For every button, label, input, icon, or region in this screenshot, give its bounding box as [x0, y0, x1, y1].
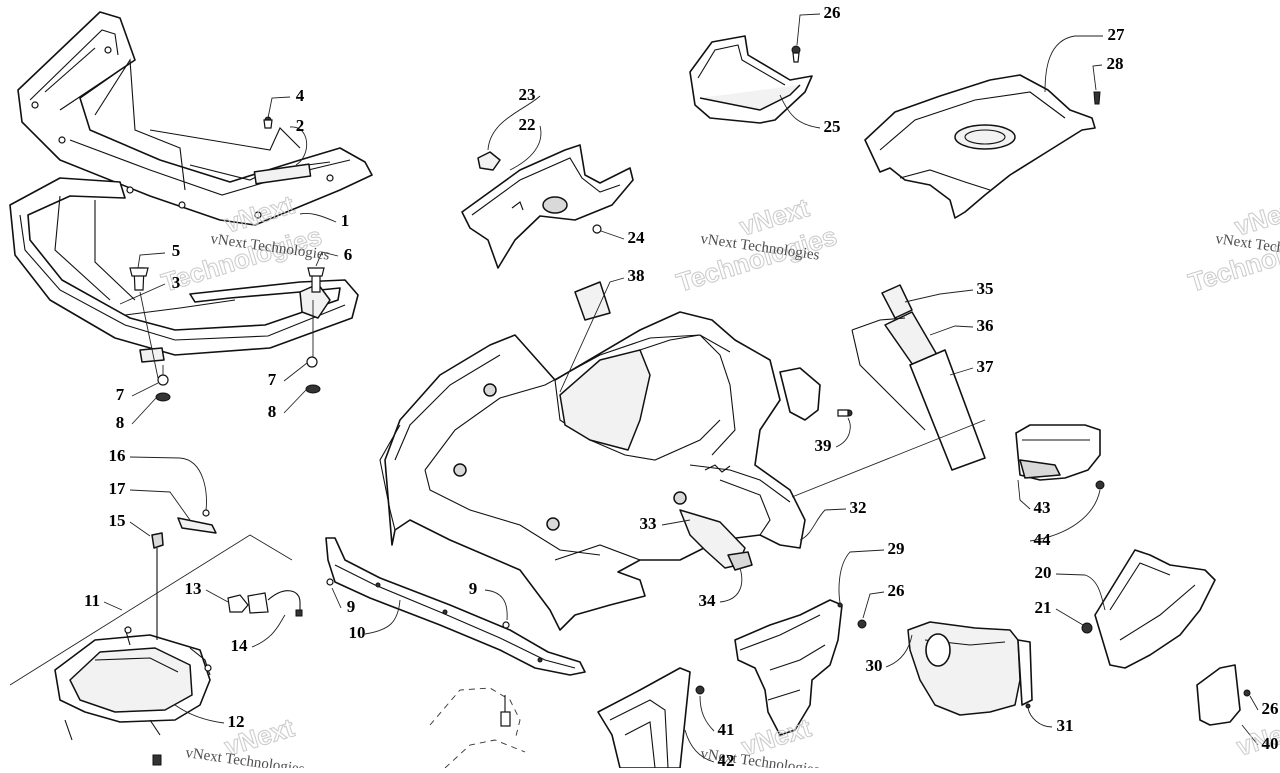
part-inner-panel[interactable] [597, 667, 705, 769]
callout-c20[interactable]: 20 [1035, 563, 1052, 582]
callout-c13[interactable]: 13 [185, 579, 202, 598]
part-splash-shield[interactable] [907, 621, 1033, 716]
callout-c7b[interactable]: 7 [268, 370, 277, 389]
callout-c3[interactable]: 3 [172, 273, 181, 292]
part-front-fender[interactable] [379, 311, 853, 631]
part-headlight[interactable] [54, 626, 212, 741]
callout-c26a[interactable]: 26 [824, 3, 841, 22]
part-small-cover[interactable] [1196, 664, 1251, 726]
part-dash-panel[interactable] [461, 144, 634, 269]
callout-c26c[interactable]: 26 [1262, 699, 1279, 718]
part-reflector-bracket[interactable] [151, 509, 217, 766]
callout-c43[interactable]: 43 [1034, 498, 1051, 517]
callout-c14[interactable]: 14 [231, 636, 249, 655]
callout-c34[interactable]: 34 [699, 591, 717, 610]
callout-c11[interactable]: 11 [84, 591, 100, 610]
part-decals[interactable] [574, 281, 986, 471]
callout-c8a[interactable]: 8 [116, 413, 125, 432]
part-mount-dashed [429, 687, 526, 769]
hardware-bolts-front[interactable] [129, 116, 325, 402]
callout-c26b[interactable]: 26 [888, 581, 905, 600]
callout-c2[interactable]: 2 [296, 116, 305, 135]
callout-c1[interactable]: 1 [341, 211, 350, 230]
part-inner-fender[interactable] [734, 599, 867, 736]
callout-c21[interactable]: 21 [1035, 598, 1052, 617]
callout-c31[interactable]: 31 [1057, 716, 1074, 735]
callout-c25[interactable]: 25 [824, 117, 841, 136]
leader-lines [103, 13, 1259, 763]
callout-c9a[interactable]: 9 [347, 597, 356, 616]
callout-c24[interactable]: 24 [628, 228, 646, 247]
part-bulb-harness[interactable] [227, 590, 303, 617]
callout-c9b[interactable]: 9 [469, 579, 478, 598]
callout-c17[interactable]: 17 [109, 479, 127, 498]
callout-c6[interactable]: 6 [344, 245, 353, 264]
part-visor[interactable] [689, 35, 813, 124]
part-upper-tray[interactable] [864, 74, 1101, 219]
callout-c16[interactable]: 16 [109, 446, 126, 465]
callout-c4[interactable]: 4 [296, 86, 305, 105]
callout-c12[interactable]: 12 [228, 712, 245, 731]
callout-c44[interactable]: 44 [1034, 530, 1052, 549]
callout-c38[interactable]: 38 [628, 266, 645, 285]
callout-c40[interactable]: 40 [1262, 734, 1279, 753]
callout-c29[interactable]: 29 [888, 539, 905, 558]
callout-c8b[interactable]: 8 [268, 402, 277, 421]
callout-c37[interactable]: 37 [977, 357, 995, 376]
callout-c7a[interactable]: 7 [116, 385, 125, 404]
part-side-shield[interactable] [1015, 424, 1105, 490]
callout-c27[interactable]: 27 [1108, 25, 1126, 44]
part-front-rack[interactable] [17, 11, 373, 226]
callout-c15[interactable]: 15 [109, 511, 126, 530]
part-front-bumper[interactable] [9, 177, 359, 363]
callout-c22[interactable]: 22 [519, 115, 536, 134]
callout-c35[interactable]: 35 [977, 279, 994, 298]
callout-c28[interactable]: 28 [1107, 54, 1124, 73]
group-outline-lines [9, 419, 986, 686]
callout-c41[interactable]: 41 [718, 720, 735, 739]
callout-c23[interactable]: 23 [519, 85, 536, 104]
callout-c33[interactable]: 33 [640, 514, 657, 533]
callout-c36[interactable]: 36 [977, 316, 994, 335]
callout-c39[interactable]: 39 [815, 436, 832, 455]
callout-c42[interactable]: 42 [718, 751, 735, 770]
callout-c5[interactable]: 5 [172, 241, 181, 260]
callout-c30[interactable]: 30 [866, 656, 883, 675]
part-tab-bracket[interactable] [679, 509, 753, 571]
callout-c10[interactable]: 10 [349, 623, 366, 642]
callout-c32[interactable]: 32 [850, 498, 867, 517]
part-footwell-left[interactable] [1081, 549, 1216, 669]
part-cross-bar[interactable] [325, 537, 586, 676]
